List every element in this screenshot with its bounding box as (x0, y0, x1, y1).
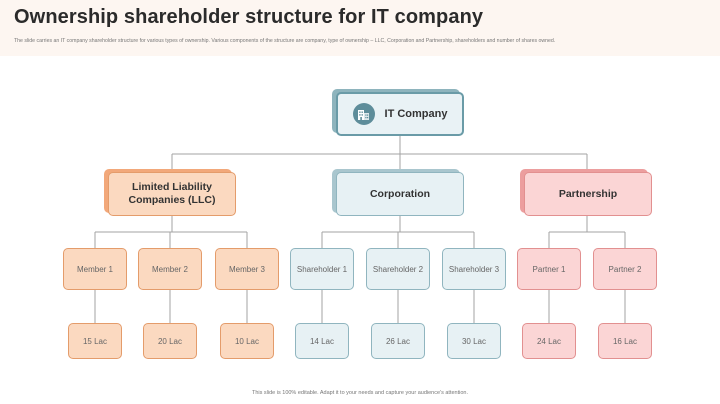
node-member-1-label: Member 1 (76, 264, 113, 274)
node-llc-label: Limited Liability Companies (LLC) (128, 181, 216, 206)
page-title: Ownership shareholder structure for IT c… (14, 6, 484, 28)
node-shareholder-2[interactable]: Shareholder 2 (366, 248, 430, 290)
building-icon (352, 103, 375, 125)
node-member-3[interactable]: Member 3 (215, 248, 279, 290)
value-partner-1-text: 24 Lac (536, 336, 562, 346)
value-shareholder-2: 26 Lac (371, 323, 425, 359)
value-member-2: 20 Lac (143, 323, 197, 359)
node-partnership[interactable]: Partnership (524, 172, 652, 216)
value-member-3-text: 10 Lac (234, 336, 260, 346)
value-member-2-text: 20 Lac (157, 336, 183, 346)
value-member-1: 15 Lac (68, 323, 122, 359)
node-member-1[interactable]: Member 1 (63, 248, 127, 290)
node-partner-1-label: Partner 1 (532, 264, 566, 274)
node-shareholder-1[interactable]: Shareholder 1 (290, 248, 354, 290)
node-shareholder-1-label: Shareholder 1 (296, 264, 348, 274)
value-partner-2: 16 Lac (598, 323, 652, 359)
node-llc[interactable]: Limited Liability Companies (LLC) (108, 172, 236, 216)
node-partner-1[interactable]: Partner 1 (517, 248, 581, 290)
value-shareholder-1: 14 Lac (295, 323, 349, 359)
node-member-3-label: Member 3 (228, 264, 265, 274)
node-corporation[interactable]: Corporation (336, 172, 464, 216)
footer-note: This slide is 100% editable. Adapt it to… (252, 390, 468, 396)
node-it-company-label: IT Company (384, 108, 448, 120)
value-member-1-text: 15 Lac (82, 336, 108, 346)
node-partner-2[interactable]: Partner 2 (593, 248, 657, 290)
node-member-2[interactable]: Member 2 (138, 248, 202, 290)
node-shareholder-3-label: Shareholder 3 (448, 264, 500, 274)
page-subtitle: The slide carries an IT company sharehol… (14, 38, 556, 44)
header-band (0, 0, 720, 56)
node-partnership-label: Partnership (558, 187, 618, 200)
node-it-company[interactable]: IT Company (336, 92, 464, 136)
value-shareholder-2-text: 26 Lac (385, 336, 411, 346)
value-shareholder-3-text: 30 Lac (461, 336, 487, 346)
node-shareholder-2-label: Shareholder 2 (372, 264, 424, 274)
node-corporation-label: Corporation (369, 187, 431, 200)
value-shareholder-1-text: 14 Lac (309, 336, 335, 346)
node-partner-2-label: Partner 2 (608, 264, 642, 274)
value-member-3: 10 Lac (220, 323, 274, 359)
value-partner-2-text: 16 Lac (612, 336, 638, 346)
node-member-2-label: Member 2 (151, 264, 188, 274)
node-shareholder-3[interactable]: Shareholder 3 (442, 248, 506, 290)
value-shareholder-3: 30 Lac (447, 323, 501, 359)
value-partner-1: 24 Lac (522, 323, 576, 359)
